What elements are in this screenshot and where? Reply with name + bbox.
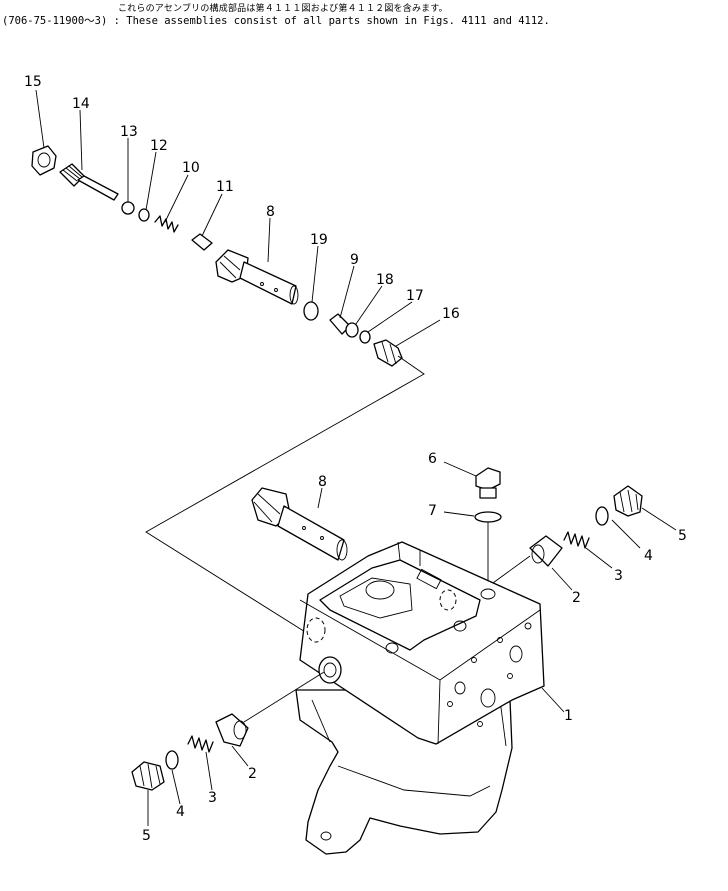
- part-8-spool-lower: [251, 487, 348, 561]
- part-8-spool-upper: [215, 249, 299, 305]
- part-6-plug: [475, 467, 501, 499]
- leader-8-lower: [317, 487, 323, 509]
- left-bottom-parts: [131, 713, 249, 791]
- part-11-plug: [191, 233, 213, 251]
- part-5-plug-right: [613, 485, 643, 517]
- callout-1: 1: [564, 708, 573, 724]
- callout-7: 7: [428, 503, 437, 519]
- part-3-spring-left: [187, 735, 214, 753]
- part-17-o-ring: [359, 330, 371, 344]
- part-2-spool-left: [215, 713, 249, 747]
- callout-4-left: 4: [176, 804, 185, 820]
- part-4-o-ring-right: [595, 506, 609, 526]
- part-16-plug: [373, 339, 403, 367]
- callout-4-right: 4: [644, 548, 653, 564]
- leader-1: [541, 687, 565, 713]
- part-14-screw: [59, 163, 119, 201]
- callout-11: 11: [216, 179, 234, 195]
- callout-8-lower: 8: [318, 474, 327, 490]
- callout-19: 19: [310, 232, 328, 248]
- header-note: これらのアセンブリの構成部品は第４１１１図および第４１１２図を含みます。 (70…: [0, 0, 728, 28]
- part-7-o-ring: [474, 511, 502, 523]
- upper-spool-assembly: [31, 145, 403, 367]
- callout-12: 12: [150, 138, 168, 154]
- callout-17: 17: [406, 288, 424, 304]
- callout-3-left: 3: [208, 790, 217, 806]
- callout-14: 14: [72, 96, 90, 112]
- note-english: (706-75-11900～3) : These assemblies cons…: [2, 15, 550, 27]
- upper-leader-lines: [35, 89, 441, 347]
- part-19-o-ring: [303, 301, 319, 321]
- callout-3-right: 3: [614, 568, 623, 584]
- part-15-nut: [31, 145, 57, 176]
- callout-13: 13: [120, 124, 138, 140]
- left-leader-lines: [147, 671, 325, 826]
- callout-2-left: 2: [248, 766, 257, 782]
- assembly-guide-line: [145, 355, 425, 641]
- callout-5-right: 5: [678, 528, 687, 544]
- part-12-o-ring: [138, 208, 150, 222]
- part-2-spool-right: [529, 535, 563, 567]
- callout-8-upper: 8: [266, 204, 275, 220]
- callout-2-right: 2: [572, 590, 581, 606]
- callout-18: 18: [376, 272, 394, 288]
- callout-5-left: 5: [142, 828, 151, 844]
- part-3-spring-right: [563, 531, 590, 549]
- callout-labels: 15 14 13 12 10 11 8 19 9 18 17 16 6 8 7 …: [24, 74, 687, 844]
- part-10-spring: [154, 215, 179, 233]
- part-4-o-ring-left: [165, 750, 179, 770]
- part-5-plug-left: [131, 761, 165, 791]
- note-japanese: これらのアセンブリの構成部品は第４１１１図および第４１１２図を含みます。: [118, 4, 448, 14]
- part-1-valve-body: [295, 541, 545, 855]
- callout-16: 16: [442, 306, 460, 322]
- part-13-ring: [121, 201, 135, 215]
- callout-10: 10: [182, 160, 200, 176]
- callout-15: 15: [24, 74, 42, 90]
- callout-6: 6: [428, 451, 437, 467]
- callout-9: 9: [350, 252, 359, 268]
- right-side-parts: [474, 467, 643, 567]
- part-18-ring: [345, 322, 359, 338]
